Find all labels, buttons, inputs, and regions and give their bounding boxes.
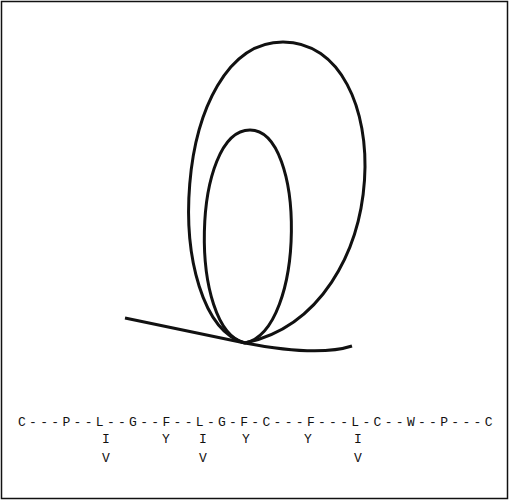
outer-loop (189, 42, 365, 343)
residue-variant: I (199, 432, 207, 448)
sequence-motif: C---P--L--G--F--L-G-F-C---F---L-C--W--P-… (18, 415, 496, 431)
residue-variant: V (102, 451, 110, 467)
backbone-line (125, 318, 352, 351)
residue-variant: V (354, 451, 362, 467)
inner-loop (204, 130, 291, 343)
residue-variant: I (102, 432, 110, 448)
residue-variant: Y (304, 432, 312, 448)
residue-variant: I (354, 432, 362, 448)
residue-variant: V (199, 451, 207, 467)
residue-variant: Y (162, 432, 170, 448)
residue-variant: Y (242, 432, 250, 448)
